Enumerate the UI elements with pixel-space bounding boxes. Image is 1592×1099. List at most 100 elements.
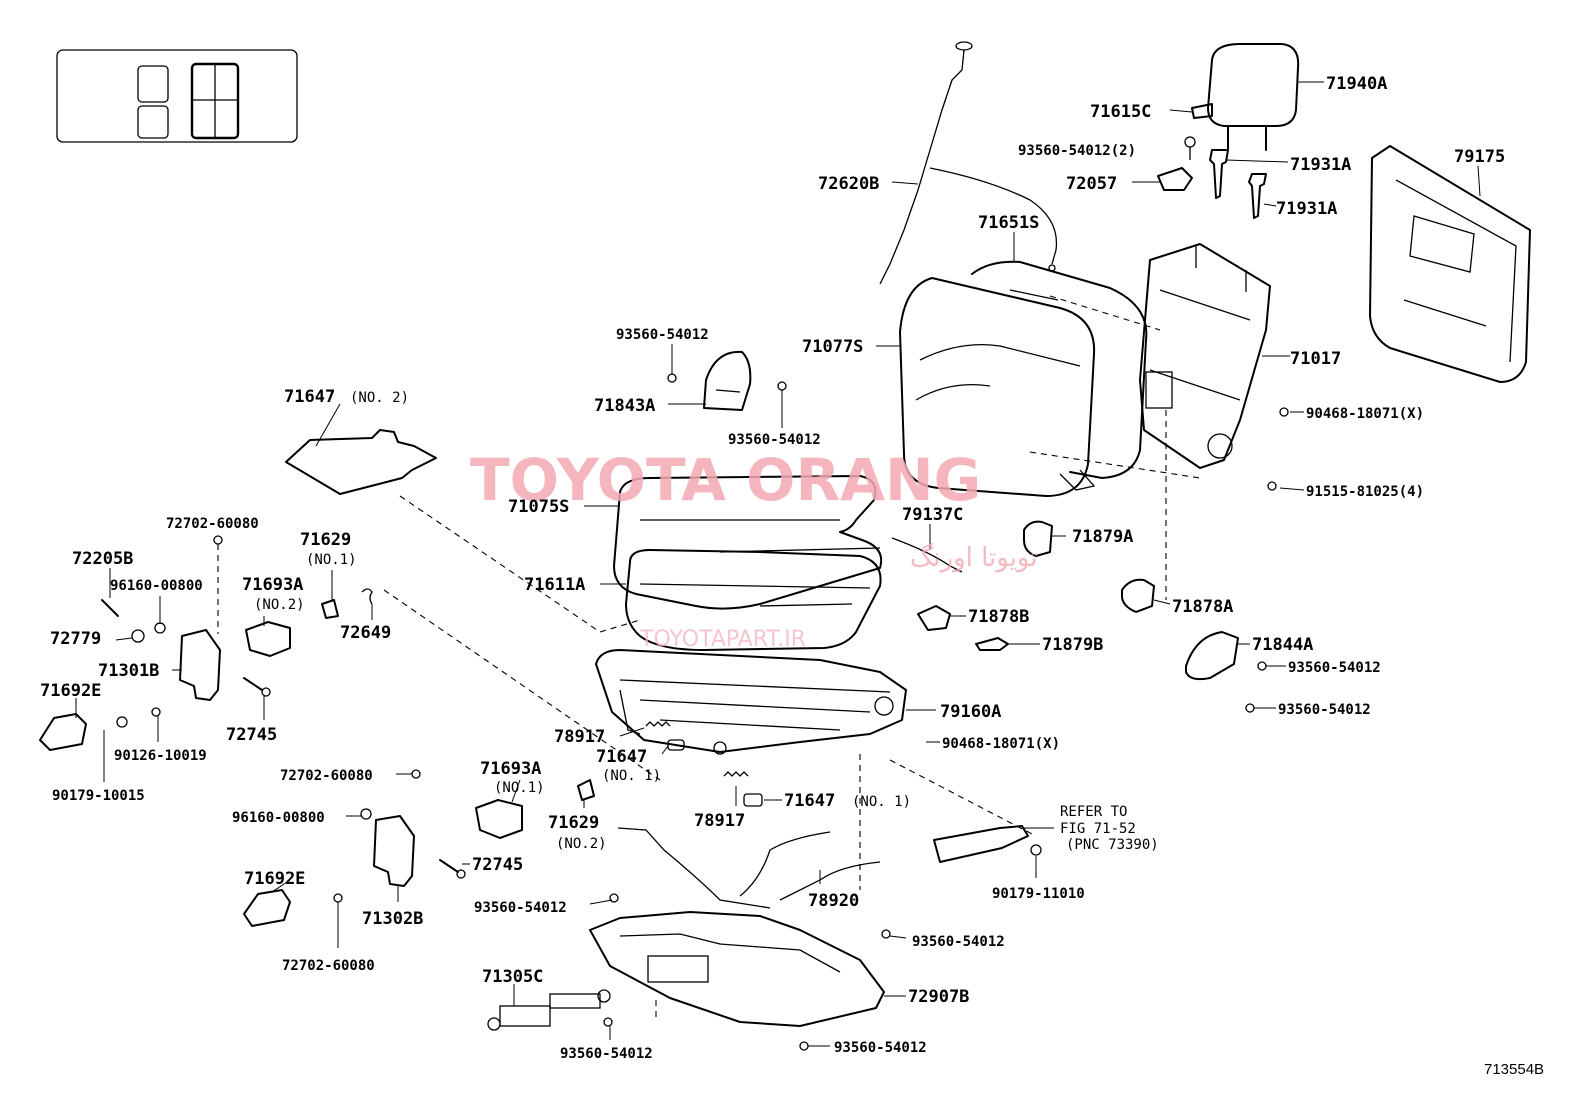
label-71692E-b: 71692E [244, 869, 305, 889]
label-71693A-a-suffix: (NO.2) [254, 597, 305, 613]
refer-note-line2: FIG 71-52 [1060, 821, 1136, 837]
cover-71693A-b [475, 799, 523, 839]
label-93560-54012-2: 93560-54012(2) [1018, 143, 1136, 159]
refer-note-line3: (PNC 73390) [1066, 837, 1159, 853]
clip-71629-a [321, 599, 339, 619]
seatback-cover-71077S [899, 277, 1096, 497]
seatback-board-79175 [1369, 145, 1531, 383]
label-78917-b: 78917 [694, 811, 745, 831]
damper-71305C [487, 989, 611, 1031]
label-71931A-2: 71931A [1276, 199, 1337, 219]
label-71629-a: 71629 [300, 530, 351, 550]
leader-lines [75, 81, 1481, 1047]
cover-71693A-a [245, 621, 291, 657]
headrest-71940A [1207, 43, 1300, 151]
label-90126-10019: 90126-10019 [114, 748, 207, 764]
label-71647-no2: 71647 [284, 387, 335, 407]
label-90179-10015: 90179-10015 [52, 788, 145, 804]
label-71651S: 71651S [978, 213, 1039, 233]
watermark-brand: TOYOTA ORANG [470, 446, 981, 514]
under-cover-72907B [589, 911, 885, 1027]
label-93560-54012-g: 93560-54012 [560, 1046, 653, 1062]
label-78917-a: 78917 [554, 727, 605, 747]
bracket-72057 [1157, 167, 1193, 191]
seat-frame-79160A [595, 649, 907, 755]
seat-location-key [56, 49, 298, 143]
label-72702-60080-c: 72702-60080 [282, 958, 375, 974]
label-71692E-a: 71692E [40, 681, 101, 701]
label-71879A: 71879A [1072, 527, 1133, 547]
label-90179-11010: 90179-11010 [992, 886, 1085, 902]
label-78920: 78920 [808, 891, 859, 911]
label-71017: 71017 [1290, 349, 1341, 369]
label-71931A-1: 71931A [1290, 155, 1351, 175]
label-71647-no1-a-suffix: (NO. 1) [602, 768, 661, 784]
hinge-71301B [179, 629, 221, 701]
label-93560-54012-b: 93560-54012 [728, 432, 821, 448]
label-71844A: 71844A [1252, 635, 1313, 655]
watermark-arabic: تویوتا اورنگ [910, 542, 1038, 573]
label-93560-54012-h: 93560-54012 [834, 1040, 927, 1056]
label-71075S: 71075S [508, 497, 569, 517]
label-71305C: 71305C [482, 967, 543, 987]
clip-71629-b [577, 779, 595, 801]
label-72057: 72057 [1066, 174, 1117, 194]
label-90468-18071-x-2: 90468-18071(X) [942, 736, 1060, 752]
headrest-guide-71615C [1191, 103, 1213, 119]
label-79137C: 79137C [902, 505, 963, 525]
label-71878A: 71878A [1172, 597, 1233, 617]
label-71879B: 71879B [1042, 635, 1103, 655]
lever-ref-fig-71-52 [933, 825, 1029, 863]
headrest-support-71931A-1 [1209, 149, 1229, 199]
spring-72649 [361, 588, 373, 605]
label-71878B: 71878B [968, 607, 1029, 627]
spring-78917-b [723, 771, 749, 777]
label-71843A: 71843A [594, 396, 655, 416]
cover-71692E-b [243, 889, 291, 927]
label-93560-54012-f: 93560-54012 [912, 934, 1005, 950]
label-91515-81025-4: 91515-81025(4) [1306, 484, 1424, 500]
clip-71879A [1023, 520, 1053, 557]
label-79160A: 79160A [940, 702, 1001, 722]
label-71647-no1-b: 71647 [784, 791, 835, 811]
clip-71879B [975, 637, 1009, 651]
label-71077S: 71077S [802, 337, 863, 357]
label-96160-00800-b: 96160-00800 [232, 810, 325, 826]
label-90468-18071-x-1: 90468-18071(X) [1306, 406, 1424, 422]
label-71301B: 71301B [98, 661, 159, 681]
spring-78917-a [645, 721, 671, 727]
label-79175: 79175 [1454, 147, 1505, 167]
screw-93560-top [1184, 136, 1196, 160]
label-93560-54012-d: 93560-54012 [1278, 702, 1371, 718]
label-71615C: 71615C [1090, 102, 1151, 122]
watermark-site: TOYOTAPART.IR [639, 627, 806, 652]
seatback-cover-71651S [971, 260, 1148, 479]
label-72702-60080-b: 72702-60080 [280, 768, 373, 784]
label-71629-b-suffix: (NO.2) [556, 836, 607, 852]
label-72702-60080-a: 72702-60080 [166, 516, 259, 532]
label-71647-no1-a: 71647 [596, 747, 647, 767]
label-71693A-b-suffix: (NO.1) [494, 780, 545, 796]
bolt-72205B [101, 599, 119, 617]
refer-note-line1: REFER TO [1060, 804, 1127, 820]
clip-71878B [917, 605, 951, 631]
bolt-71647-no1-a [667, 739, 685, 751]
label-71611A: 71611A [524, 575, 585, 595]
mat-71647-no2 [285, 429, 437, 495]
bolt-72745-b [439, 859, 466, 879]
cable-72620B [879, 41, 1058, 285]
label-71647-no2-suffix: (NO. 2) [350, 390, 409, 406]
label-93560-54012-e: 93560-54012 [474, 900, 567, 916]
label-71629-b: 71629 [548, 813, 599, 833]
label-93560-54012-a: 93560-54012 [616, 327, 709, 343]
headrest-support-71931A-2 [1248, 173, 1267, 219]
label-72620B: 72620B [818, 174, 879, 194]
label-72745-a: 72745 [226, 725, 277, 745]
assembly-dashed-lines [217, 295, 1201, 1022]
cover-71692E-a [39, 713, 87, 751]
label-71647-no1-b-suffix: (NO. 1) [852, 794, 911, 810]
seat-cushion-pad-71611A [625, 549, 882, 651]
label-71629-a-suffix: (NO.1) [306, 552, 357, 568]
label-71693A-b: 71693A [480, 759, 541, 779]
